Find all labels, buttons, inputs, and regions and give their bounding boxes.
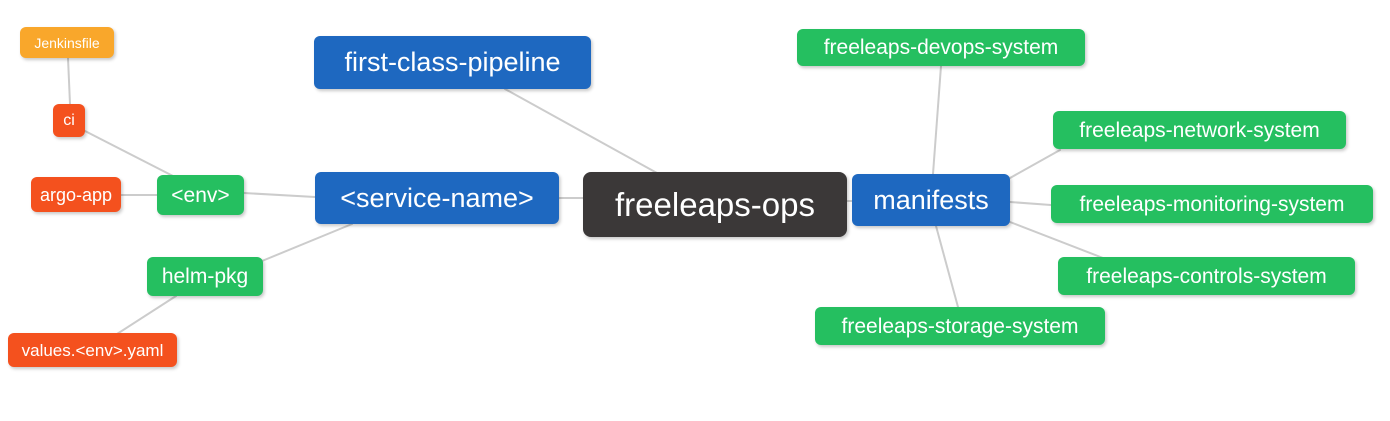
node-jenkinsfile[interactable]: Jenkinsfile bbox=[20, 27, 114, 58]
node-freeleaps-controls-system[interactable]: freeleaps-controls-system bbox=[1058, 257, 1355, 295]
node-manifests[interactable]: manifests bbox=[852, 174, 1010, 226]
edge-helm-pkg-values-env-yaml bbox=[116, 295, 177, 335]
edge-ci-env bbox=[84, 130, 174, 177]
node-label: <service-name> bbox=[340, 182, 534, 213]
node-first-class-pipeline[interactable]: first-class-pipeline bbox=[314, 36, 591, 89]
node-label: Jenkinsfile bbox=[34, 34, 100, 51]
node-freeleaps-network-system[interactable]: freeleaps-network-system bbox=[1053, 111, 1346, 149]
node-env[interactable]: <env> bbox=[157, 175, 244, 215]
node-label: argo-app bbox=[39, 184, 113, 205]
node-label: ci bbox=[63, 111, 75, 129]
node-freeleaps-devops-system[interactable]: freeleaps-devops-system bbox=[797, 29, 1085, 66]
edge-service-name-helm-pkg bbox=[261, 223, 353, 262]
node-label: freeleaps-controls-system bbox=[1086, 264, 1327, 288]
node-helm-pkg[interactable]: helm-pkg bbox=[147, 257, 263, 296]
edge-first-class-pipeline-freeleaps-ops bbox=[504, 88, 658, 174]
node-label: freeleaps-storage-system bbox=[841, 314, 1079, 338]
edge-manifests-freeleaps-monitoring-system bbox=[1009, 201, 1052, 206]
node-label: first-class-pipeline bbox=[344, 47, 561, 77]
node-label: freeleaps-network-system bbox=[1079, 118, 1320, 142]
edge-manifests-freeleaps-controls-system bbox=[1009, 221, 1104, 259]
node-label: values.<env>.yaml bbox=[21, 340, 164, 360]
edge-manifests-freeleaps-network-system bbox=[1009, 149, 1061, 179]
edge-manifests-freeleaps-devops-system bbox=[932, 65, 942, 175]
node-label: helm-pkg bbox=[161, 265, 249, 288]
edge-jenkinsfile-ci bbox=[67, 57, 71, 105]
edge-env-service-name bbox=[243, 192, 316, 198]
node-service-name[interactable]: <service-name> bbox=[315, 172, 559, 224]
node-label: freeleaps-devops-system bbox=[823, 36, 1059, 59]
node-argo-app[interactable]: argo-app bbox=[31, 177, 121, 212]
node-values-env-yaml[interactable]: values.<env>.yaml bbox=[8, 333, 177, 367]
node-freeleaps-storage-system[interactable]: freeleaps-storage-system bbox=[815, 307, 1105, 345]
node-label: freeleaps-monitoring-system bbox=[1079, 192, 1345, 216]
node-label: manifests bbox=[873, 184, 989, 215]
node-freeleaps-monitoring-system[interactable]: freeleaps-monitoring-system bbox=[1051, 185, 1373, 223]
edge-manifests-freeleaps-storage-system bbox=[935, 225, 959, 308]
node-label: <env> bbox=[171, 183, 230, 207]
node-label: freeleaps-ops bbox=[615, 186, 815, 223]
node-freeleaps-ops[interactable]: freeleaps-ops bbox=[583, 172, 847, 237]
node-ci[interactable]: ci bbox=[53, 104, 85, 137]
